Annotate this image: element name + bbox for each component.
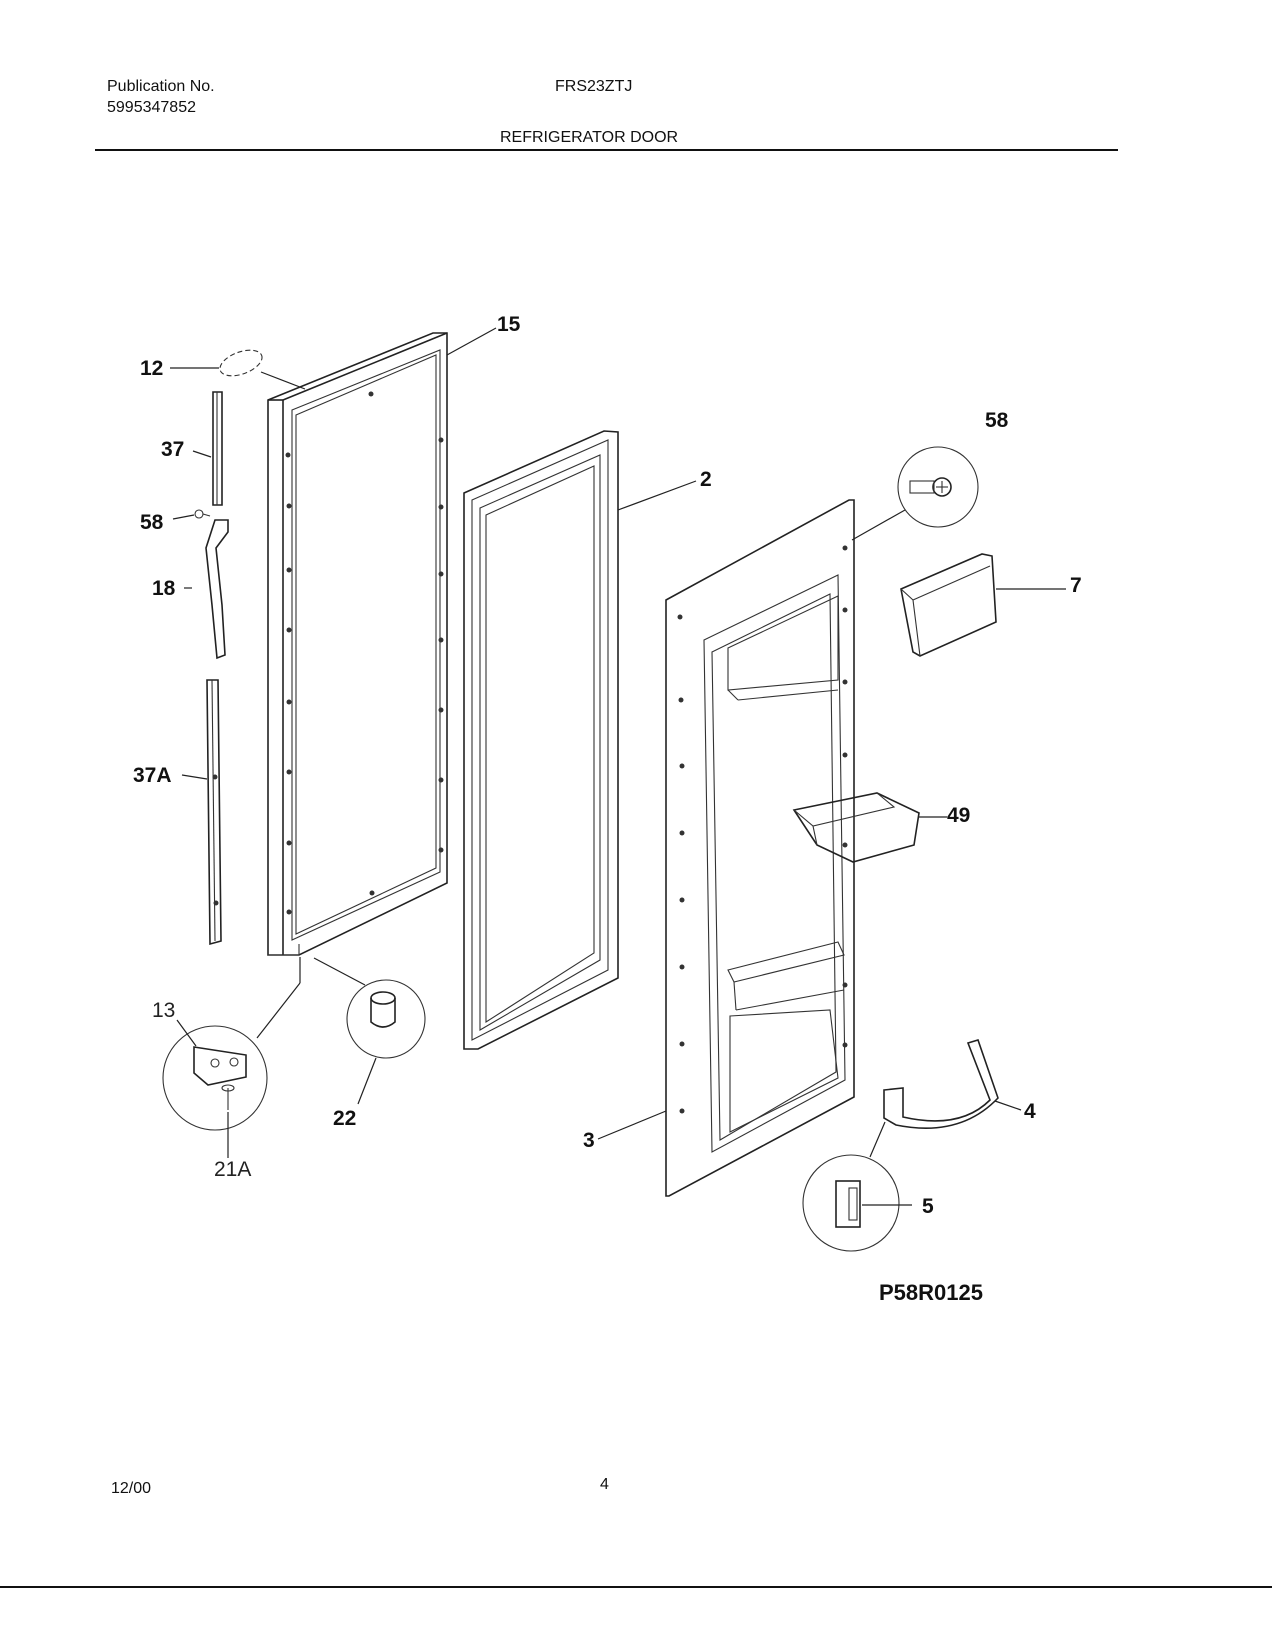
part-58-screw-detail-right: [851, 446, 979, 541]
callout-5: 5: [922, 1195, 934, 1218]
part-12-cap: [170, 349, 306, 390]
publication-label: Publication No.: [107, 78, 215, 95]
callout-58-right: 58: [985, 409, 1009, 432]
liner-holes: [677, 545, 848, 1114]
header-rule: [95, 149, 1118, 151]
callout-37a: 37A: [133, 764, 172, 787]
model-number: FRS23ZTJ: [555, 78, 633, 95]
part-3-door-liner: [597, 499, 855, 1197]
callout-13: 13: [152, 999, 175, 1022]
part-5-clip-detail: [802, 1121, 912, 1252]
callout-2: 2: [700, 468, 712, 491]
section-title: REFRIGERATOR DOOR: [500, 129, 679, 146]
diagram-code: P58R0125: [879, 1280, 983, 1305]
callout-22: 22: [333, 1107, 356, 1130]
part-7-dairy-cover: [900, 553, 1066, 657]
callout-7: 7: [1070, 574, 1082, 597]
footer-page-number: 4: [600, 1476, 609, 1493]
callout-18: 18: [152, 577, 176, 600]
callout-15: 15: [497, 313, 521, 336]
part-2-door-gasket: [463, 430, 697, 1050]
part-37a-trim-strip: [181, 679, 222, 946]
part-18-hinge-bracket: [184, 519, 229, 660]
footer-date: 12/00: [111, 1480, 152, 1497]
part-15-door-frame: [267, 327, 497, 956]
callout-37: 37: [161, 438, 184, 461]
footer-rule: [0, 1586, 1272, 1588]
part-37-trim-strip: [192, 391, 223, 506]
callout-12: 12: [140, 357, 163, 380]
frame-holes: [285, 391, 444, 915]
publication-number: 5995347852: [107, 99, 196, 116]
callout-21a: 21A: [214, 1158, 251, 1181]
callout-49: 49: [947, 804, 970, 827]
callout-4: 4: [1024, 1100, 1036, 1123]
callout-58-left: 58: [140, 511, 164, 534]
part-58-screw-left: [172, 509, 211, 520]
callout-3: 3: [583, 1129, 595, 1152]
part-13-hinge-plate-detail: [162, 957, 301, 1158]
part-22-bushing-detail: [313, 957, 426, 1105]
part-4-bin-rail: [883, 1039, 1022, 1129]
part-49-door-bin: [792, 792, 947, 863]
